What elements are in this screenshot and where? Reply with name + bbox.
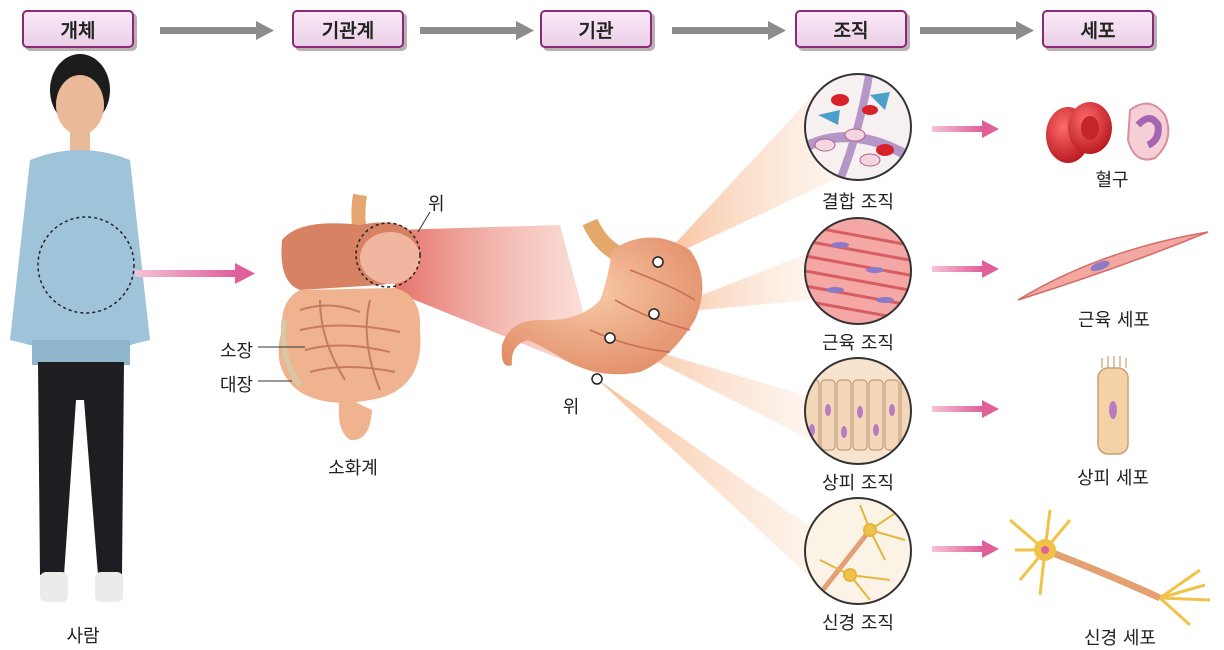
digestive-system-illustration [258,195,430,440]
muscle-tissue-circle [800,218,920,324]
large-intestine-label: 대장 [220,371,253,397]
epithelial-tissue-circle [805,358,915,464]
organ-label: 위 [563,393,580,419]
tissue-label-epithelial: 상피 조직 [822,469,894,495]
person-illustration [10,54,150,602]
system-stomach-label: 위 [428,190,445,216]
tissue-label-nerve: 신경 조직 [822,609,894,635]
cell-label-muscle: 근육 세포 [1078,306,1150,332]
nerve-cell-illustration [1010,510,1210,625]
cell-label-nerve: 신경 세포 [1084,624,1156,650]
header-arrows [160,21,1034,40]
tissue-label-muscle: 근육 조직 [822,329,894,355]
muscle-cell-illustration [1018,232,1208,300]
organism-label: 사람 [66,622,99,648]
cell-label-blood: 혈구 [1095,166,1128,192]
organ-system-label: 소화계 [328,454,378,480]
small-intestine-label: 소장 [220,337,253,363]
tissue-label-connective: 결합 조직 [822,188,894,214]
epithelial-cell-illustration [1098,356,1128,454]
arrow-organism-to-system [135,263,255,284]
blood-cells-illustration [1046,102,1168,163]
nerve-tissue-circle [805,498,911,604]
tissue-to-cell-arrows [932,120,999,558]
cell-label-epithelial: 상피 세포 [1077,464,1149,490]
